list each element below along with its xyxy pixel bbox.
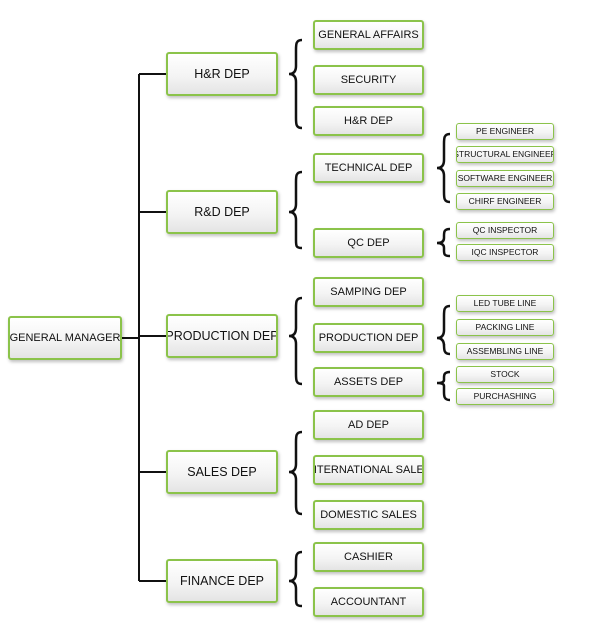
unit-pe-engineer-box: PE ENGINEER [456, 122, 554, 140]
sub-security-box: SECURITY [313, 65, 424, 95]
sub-samping-dep-box-label: SAMPING DEP [330, 286, 407, 298]
sub-accountant-box: ACCOUNTANT [313, 587, 424, 617]
sub-domestic-sales-box: DOMESTIC SALES [313, 500, 424, 530]
sub-ad-dep-box: AD DEP [313, 410, 424, 440]
sub-production-dep-box-label: PRODUCTION DEP [318, 332, 419, 344]
unit-chirf-engineer-box-label: CHIRF ENGINEER [468, 196, 542, 206]
sub-qc-dep-box-label: QC DEP [347, 237, 390, 249]
dept-randd-dep-box-label: R&D DEP [194, 205, 250, 219]
dept-sales-dep-box: SALES DEP [166, 450, 278, 494]
sub-ad-dep-box-label: AD DEP [348, 419, 389, 431]
brace-qc [436, 227, 451, 258]
unit-assembling-line-box-label: ASSEMBLING LINE [466, 346, 544, 356]
sub-domestic-sales-box-label: DOMESTIC SALES [320, 509, 417, 521]
unit-assembling-line-box: ASSEMBLING LINE [456, 342, 554, 360]
sub-technical-dep-box: TECHNICAL DEP [313, 153, 424, 183]
general-manager-box-label: GENERAL MANAGER [9, 332, 121, 344]
unit-qc-inspector-box-label: QC INSPECTOR [472, 225, 538, 235]
brace-rd [288, 170, 303, 250]
sub-international-sales-box: INTERNATIONAL SALES [313, 455, 424, 485]
sub-cashier-box: CASHIER [313, 542, 424, 572]
unit-iqc-inspector-box: IQC INSPECTOR [456, 243, 554, 261]
unit-structural-engineer-box: STRUCTURAL ENGINEER [456, 145, 554, 163]
unit-chirf-engineer-box: CHIRF ENGINEER [456, 192, 554, 210]
unit-qc-inspector-box: QC INSPECTOR [456, 221, 554, 239]
brace-technical [436, 132, 451, 204]
dept-finance-dep-box-label: FINANCE DEP [179, 574, 265, 588]
unit-purchashing-box: PURCHASHING [456, 387, 554, 405]
unit-software-engineer-box-label: SOFTWARE ENGINEER [457, 173, 553, 183]
sub-handr-dep-box-label: H&R DEP [344, 115, 393, 127]
unit-iqc-inspector-box-label: IQC INSPECTOR [471, 247, 539, 257]
brace-hr [288, 38, 303, 130]
sub-technical-dep-box-label: TECHNICAL DEP [324, 162, 413, 174]
dept-handr-dep-box: H&R DEP [166, 52, 278, 96]
sub-security-box-label: SECURITY [340, 74, 397, 86]
unit-stock-box: STOCK [456, 365, 554, 383]
unit-purchashing-box-label: PURCHASHING [473, 391, 537, 401]
dept-sales-dep-box-label: SALES DEP [187, 465, 257, 479]
dept-production-dep-box-label: PRODUCTION DEP [166, 329, 278, 343]
sub-production-dep-box: PRODUCTION DEP [313, 323, 424, 353]
brace-sales [288, 430, 303, 516]
unit-pe-engineer-box-label: PE ENGINEER [475, 126, 535, 136]
sub-cashier-box-label: CASHIER [344, 551, 393, 563]
sub-qc-dep-box: QC DEP [313, 228, 424, 258]
unit-led-tube-line-box: LED TUBE LINE [456, 294, 554, 312]
dept-production-dep-box: PRODUCTION DEP [166, 314, 278, 358]
brace-production-sub [436, 304, 451, 356]
sub-handr-dep-box: H&R DEP [313, 106, 424, 136]
sub-international-sales-box-label: INTERNATIONAL SALES [313, 464, 424, 476]
sub-samping-dep-box: SAMPING DEP [313, 277, 424, 307]
sub-general-affairs-box: GENERAL AFFAIRS [313, 20, 424, 50]
sub-assets-dep-box-label: ASSETS DEP [333, 376, 404, 388]
sub-general-affairs-box-label: GENERAL AFFAIRS [318, 29, 419, 41]
unit-software-engineer-box: SOFTWARE ENGINEER [456, 169, 554, 187]
dept-randd-dep-box: R&D DEP [166, 190, 278, 234]
brace-production [288, 296, 303, 386]
unit-packing-line-box: PACKING LINE [456, 318, 554, 336]
brace-finance [288, 550, 303, 608]
dept-finance-dep-box: FINANCE DEP [166, 559, 278, 603]
sub-accountant-box-label: ACCOUNTANT [330, 596, 407, 608]
dept-handr-dep-box-label: H&R DEP [194, 67, 250, 81]
general-manager-box: GENERAL MANAGER [8, 316, 122, 360]
unit-led-tube-line-box-label: LED TUBE LINE [473, 298, 537, 308]
sub-assets-dep-box: ASSETS DEP [313, 367, 424, 397]
unit-structural-engineer-box-label: STRUCTURAL ENGINEER [456, 149, 554, 159]
brace-assets [436, 370, 451, 402]
unit-packing-line-box-label: PACKING LINE [475, 322, 535, 332]
unit-stock-box-label: STOCK [490, 369, 520, 379]
